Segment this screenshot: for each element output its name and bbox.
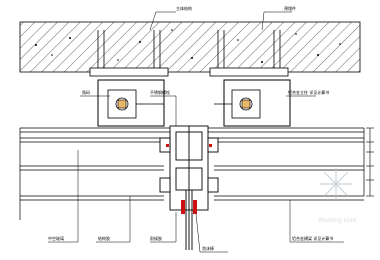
concrete-speckles xyxy=(35,29,341,63)
embedded-plate-left xyxy=(89,67,169,77)
callout-bottom-3: 耐候胶 xyxy=(150,235,162,241)
leader-lines xyxy=(48,11,344,253)
watermark-text: zhulong.com xyxy=(318,217,357,224)
concrete-slab xyxy=(19,21,361,77)
embedded-anchors xyxy=(97,30,281,72)
sealant-gaskets xyxy=(166,144,212,214)
callout-bottom-1: 中空玻璃 xyxy=(48,235,64,241)
dimension-chain-right xyxy=(366,127,374,197)
callout-top-right: 预埋件 xyxy=(284,5,296,11)
callout-mid-right: 铝合金立柱 详见计算书 xyxy=(288,89,329,95)
callout-top-left: 主体结构 xyxy=(176,5,192,11)
bracket-right xyxy=(214,79,291,127)
callout-bottom-5: 铝合金横梁 详见计算书 xyxy=(292,235,333,241)
bracket-left xyxy=(97,79,165,127)
central-mullion xyxy=(159,125,219,250)
embedded-plate-right xyxy=(209,67,289,77)
callout-bottom-2: 结构胶 xyxy=(98,235,110,241)
callout-bottom-4: 泡沫棒 xyxy=(202,245,214,251)
watermark-logo: zhulong.com xyxy=(318,168,357,224)
callout-mid-left: 角码 xyxy=(82,89,90,95)
callout-mid-center: 不锈钢螺栓 xyxy=(150,89,170,95)
